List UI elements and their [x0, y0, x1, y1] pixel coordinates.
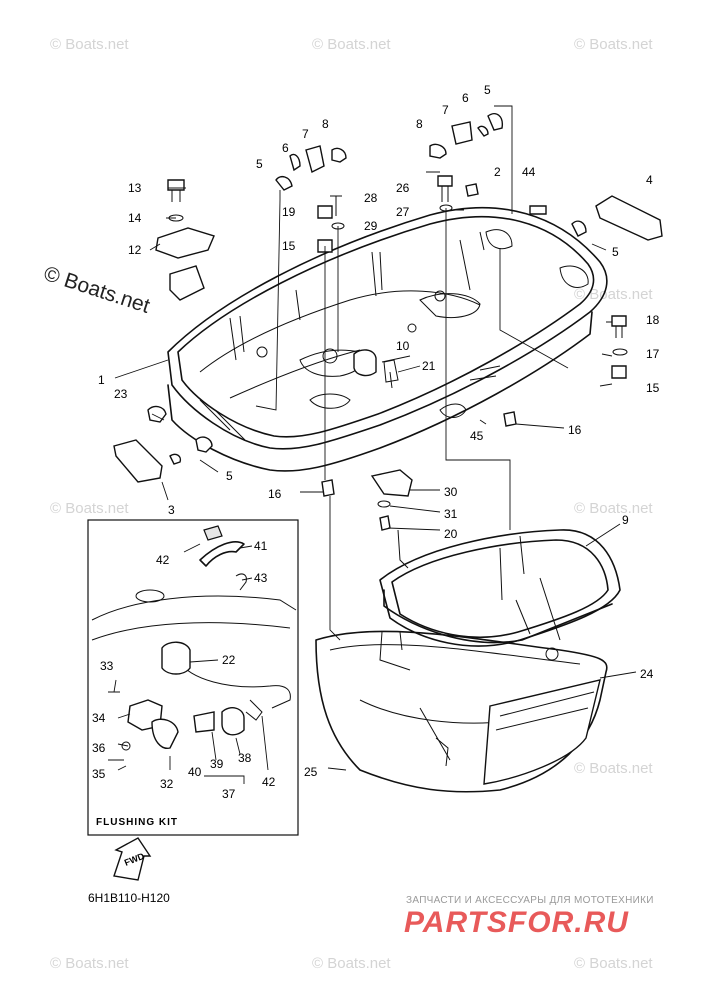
- callout-42: 42: [156, 553, 170, 567]
- callout-42: 42: [262, 775, 276, 789]
- leader-lines: [113, 105, 637, 784]
- callout-15: 15: [646, 381, 660, 395]
- callout-34: 34: [92, 711, 106, 725]
- callout-8: 8: [416, 117, 423, 131]
- callout-7: 7: [442, 103, 449, 117]
- callout-10: 10: [396, 339, 410, 353]
- callout-3: 3: [168, 503, 175, 517]
- watermark: © Boats.net: [312, 36, 391, 53]
- brand-tagline: ЗАПЧАСТИ И АКСЕССУАРЫ ДЛЯ МОТОТЕХНИКИ: [406, 895, 654, 906]
- callout-5: 5: [612, 245, 619, 259]
- callout-27: 27: [396, 205, 410, 219]
- callout-18: 18: [646, 313, 660, 327]
- watermark: © Boats.net: [50, 500, 129, 517]
- callout-44: 44: [522, 165, 536, 179]
- flushing-kit-box: [87, 519, 299, 836]
- callout-31: 31: [444, 507, 458, 521]
- watermark: © Boats.net: [574, 955, 653, 972]
- callout-19: 19: [282, 205, 296, 219]
- callout-33: 33: [100, 659, 114, 673]
- callout-2: 2: [494, 165, 501, 179]
- callout-23: 23: [114, 387, 128, 401]
- side-cover-assembly: [315, 529, 621, 793]
- callout-7: 7: [302, 127, 309, 141]
- loose-parts: [113, 112, 663, 881]
- callout-12: 12: [128, 243, 142, 257]
- callout-25: 25: [304, 765, 318, 779]
- watermark: © Boats.net: [50, 36, 129, 53]
- callout-16: 16: [268, 487, 282, 501]
- watermark: © Boats.net: [574, 760, 653, 777]
- callout-5: 5: [226, 469, 233, 483]
- watermark: © Boats.net: [50, 955, 129, 972]
- callout-15: 15: [282, 239, 296, 253]
- callout-24: 24: [640, 667, 654, 681]
- bottom-cowling: [167, 206, 608, 472]
- callout-45: 45: [470, 429, 484, 443]
- callout-28: 28: [364, 191, 378, 205]
- callout-40: 40: [188, 765, 202, 779]
- callout-21: 21: [422, 359, 436, 373]
- callout-4: 4: [646, 173, 653, 187]
- callout-17: 17: [646, 347, 660, 361]
- callout-numbers: 1 2 3 4 5 5 5 5 6 6 7 7 8 8 9 10 12 13 1…: [92, 83, 660, 868]
- callout-20: 20: [444, 527, 458, 541]
- callout-26: 26: [396, 181, 410, 195]
- callout-16: 16: [568, 423, 582, 437]
- callout-36: 36: [92, 741, 106, 755]
- callout-43: 43: [254, 571, 268, 585]
- watermark: © Boats.net: [574, 286, 653, 303]
- flushing-kit-title: FLUSHING KIT: [96, 817, 178, 828]
- diagram-code: 6H1B110-H120: [88, 891, 170, 905]
- callout-6: 6: [462, 91, 469, 105]
- callout-1: 1: [98, 373, 105, 387]
- callout-9: 9: [622, 513, 629, 527]
- callout-13: 13: [128, 181, 142, 195]
- callout-8: 8: [322, 117, 329, 131]
- callout-32: 32: [160, 777, 174, 791]
- callout-5: 5: [256, 157, 263, 171]
- watermark: © Boats.net: [312, 955, 391, 972]
- callout-30: 30: [444, 485, 458, 499]
- callout-38: 38: [238, 751, 252, 765]
- callout-14: 14: [128, 211, 142, 225]
- callout-39: 39: [210, 757, 224, 771]
- watermark: © Boats.net: [574, 500, 653, 517]
- callout-35: 35: [92, 767, 106, 781]
- callout-5: 5: [484, 83, 491, 97]
- brand-logo: PARTSFOR.RU: [404, 906, 629, 939]
- callout-22: 22: [222, 653, 236, 667]
- callout-37: 37: [222, 787, 236, 801]
- watermark: © Boats.net: [574, 36, 653, 53]
- callout-41: 41: [254, 539, 268, 553]
- callout-29: 29: [364, 219, 378, 233]
- callout-6: 6: [282, 141, 289, 155]
